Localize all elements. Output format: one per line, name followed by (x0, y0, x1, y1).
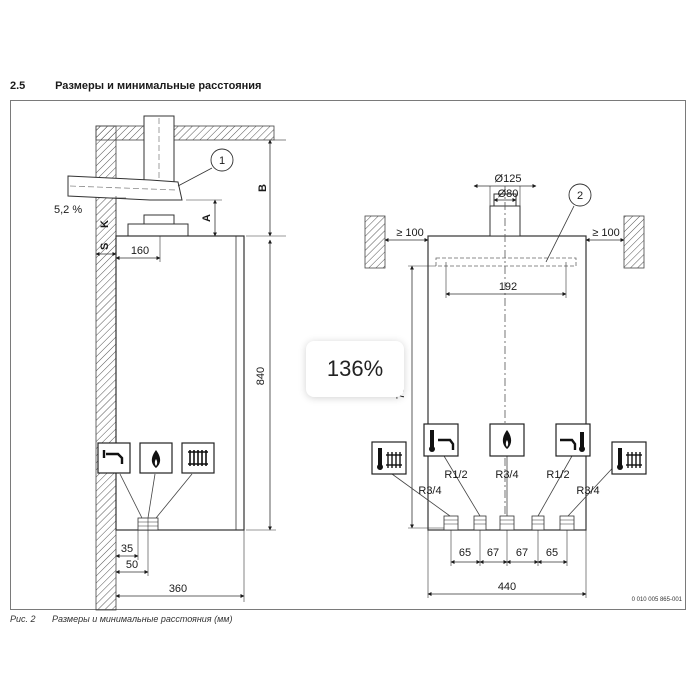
clearance-right: ≥ 100 (592, 227, 619, 239)
conn-center: R3/4 (495, 469, 518, 481)
figure-caption-text: Размеры и минимальные расстояния (мм) (52, 614, 233, 624)
label-b: B (257, 184, 269, 192)
callout-label-1: 1 (219, 155, 225, 167)
conn-left-outer: R3/4 (418, 485, 441, 497)
flame-icon (502, 430, 512, 449)
figure-number: Рис. 2 (10, 614, 36, 624)
clearance-left: ≥ 100 (396, 227, 423, 239)
figure-caption: Рис. 2 Размеры и минимальные расстояния … (10, 614, 232, 625)
dim-67-right: 67 (516, 547, 528, 559)
thermometer-tap-icon (429, 430, 455, 452)
boiler-side-body (115, 235, 245, 531)
slope-label: 5,2 % (54, 204, 82, 216)
side-view: 1 5,2 % K S A B 160 840 35 50 360 (54, 115, 286, 611)
zoom-indicator: 136% (306, 341, 404, 397)
dim-840: 840 (255, 367, 267, 385)
dim-160: 160 (131, 245, 149, 257)
thermometer-radiator-icon (377, 448, 402, 470)
dim-440: 440 (498, 581, 516, 593)
label-a: A (201, 214, 213, 222)
section-title: Размеры и минимальные расстояния (55, 80, 262, 92)
conn-right-outer: R3/4 (576, 485, 599, 497)
document-number: 0 010 005 865-001 (631, 597, 682, 603)
flame-icon (151, 450, 161, 468)
conn-right-inner: R1/2 (546, 469, 569, 481)
figure-frame (10, 100, 686, 610)
label-k: K (99, 220, 111, 228)
thermometer-radiator-icon (617, 448, 642, 470)
tap-icon (102, 450, 124, 464)
dim-360: 360 (169, 583, 187, 595)
dim-192: 192 (499, 281, 517, 293)
callout-label-2: 2 (577, 190, 583, 202)
radiator-icon (188, 450, 208, 466)
callout-circle-2 (568, 183, 592, 207)
label-s: S (99, 243, 111, 250)
callout-circle-1 (210, 148, 234, 172)
diam-outer: Ø125 (495, 173, 522, 185)
side-icons (97, 442, 215, 474)
dim-50: 50 (126, 559, 138, 571)
tap-thermometer-icon (560, 432, 585, 452)
front-view: 2 Ø125 Ø80 ≥ 100 ≥ 100 192 700 R3/4 R1/2… (364, 173, 647, 598)
dim-35: 35 (121, 543, 133, 555)
left-wall-hatch (364, 215, 386, 269)
front-icons (371, 423, 647, 475)
mounting-bracket (435, 257, 577, 267)
section-heading: 2.5 Размеры и минимальные расстояния (10, 80, 261, 92)
flue-adapter (127, 223, 189, 237)
conn-left-inner: R1/2 (444, 469, 467, 481)
right-wall-hatch (623, 215, 645, 269)
dim-67-left: 67 (487, 547, 499, 559)
section-number: 2.5 (10, 80, 26, 92)
dim-65-left: 65 (459, 547, 471, 559)
dim-65-right: 65 (546, 547, 558, 559)
diam-inner: Ø80 (498, 188, 519, 200)
ceiling-hatch (95, 125, 275, 141)
zoom-level: 136% (326, 356, 384, 381)
front-connections (443, 515, 575, 531)
